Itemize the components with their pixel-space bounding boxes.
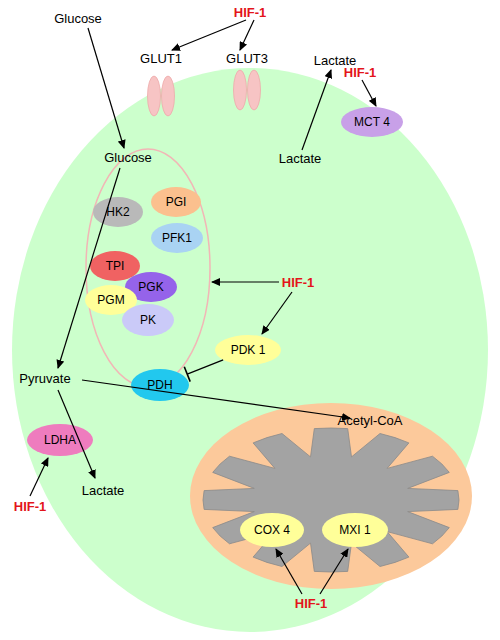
inhibition-bar — [184, 367, 190, 382]
node-label: GLUT1 — [140, 52, 182, 65]
regulator-label: HIF-1 — [282, 276, 315, 289]
enzyme-ellipse: PFK1 — [151, 223, 203, 253]
node-label: PFK1 — [162, 232, 192, 244]
flux-arrow — [302, 70, 331, 150]
metabolite-label: Glucose — [54, 12, 102, 25]
node-label: Acetyl-CoA — [337, 414, 402, 427]
regulator-label: HIF-1 — [14, 500, 47, 513]
enzyme-ellipse: PGI — [151, 187, 201, 217]
regulation-arrow — [240, 20, 254, 50]
flux-arrow — [58, 168, 120, 368]
ellipse-shape — [322, 513, 388, 547]
node-label: MCT 4 — [354, 116, 390, 128]
ellipse-shape — [151, 187, 201, 217]
cell — [12, 68, 488, 632]
node-label: MXI 1 — [339, 524, 370, 536]
enzyme-ellipse: LDHA — [27, 424, 93, 456]
metabolite-label: Glucose — [104, 151, 152, 164]
ellipse-shape — [151, 223, 203, 253]
outer-membrane — [190, 403, 472, 589]
ellipse-shape — [122, 304, 174, 336]
transporter-subunit — [248, 70, 261, 110]
node-label: HK2 — [106, 206, 129, 218]
regulator-label: HIF-1 — [295, 597, 328, 610]
node-label: LDHA — [44, 434, 76, 446]
ellipse-shape — [93, 197, 143, 227]
enzyme-ellipse: PDH — [131, 369, 189, 401]
enzyme-ellipse: COX 4 — [240, 513, 304, 547]
ellipse-shape — [240, 513, 304, 547]
metabolite-label: Pyruvate — [19, 372, 70, 385]
node-label: COX 4 — [254, 524, 290, 536]
ellipse-shape — [215, 335, 281, 365]
glut1-transporter: GLUT1 — [132, 50, 190, 118]
node-label: PDH — [147, 379, 172, 391]
inhibition-connector — [184, 360, 223, 382]
regulation-arrow — [276, 549, 302, 594]
ellipse-shape — [341, 107, 403, 137]
regulation-arrow — [172, 20, 246, 50]
regulation-arrow — [362, 80, 376, 106]
metabolite-label: Lactate — [279, 152, 322, 165]
ellipse-shape — [131, 369, 189, 401]
glycolysis-cluster-outline — [86, 149, 210, 387]
node-label: PGK — [138, 281, 163, 293]
regulator-label: HIF-1 — [234, 6, 267, 19]
flux-arrow — [88, 28, 124, 148]
ellipse-shape — [27, 424, 93, 456]
regulator-label: HIF-1 — [344, 66, 377, 79]
node-label: PK — [140, 314, 156, 326]
transporter-subunit — [234, 70, 247, 110]
glut3-transporter: GLUT3 — [218, 50, 276, 112]
enzyme-ellipse: HK2 — [93, 197, 143, 227]
regulation-arrow — [262, 292, 292, 334]
enzyme-ellipse: MXI 1 — [322, 513, 388, 547]
mitochondrion: Acetyl-CoA COX 4 MXI 1 — [190, 403, 472, 589]
connector-line — [187, 360, 223, 374]
mitochondrion-shape — [190, 403, 472, 589]
regulation-arrow — [212, 281, 279, 282]
node-label: GLUT3 — [226, 52, 268, 65]
transporter-subunit — [162, 76, 175, 116]
metabolite-label: Lactate — [82, 484, 125, 497]
mct4-transporter: MCT 4 — [341, 107, 403, 137]
node-label: PDK 1 — [231, 344, 266, 356]
node-label: PGI — [166, 196, 187, 208]
node-label: TPI — [106, 260, 125, 272]
flux-arrow — [82, 380, 350, 418]
regulation-arrow — [30, 458, 48, 496]
node-label: PGM — [97, 294, 124, 306]
cristae — [203, 428, 459, 572]
enzyme-ellipse: PK — [122, 304, 174, 336]
enzyme-ellipse: PDK 1 — [215, 335, 281, 365]
transporter-subunit — [148, 76, 161, 116]
flux-arrow — [58, 390, 95, 478]
regulation-arrow — [320, 549, 348, 594]
